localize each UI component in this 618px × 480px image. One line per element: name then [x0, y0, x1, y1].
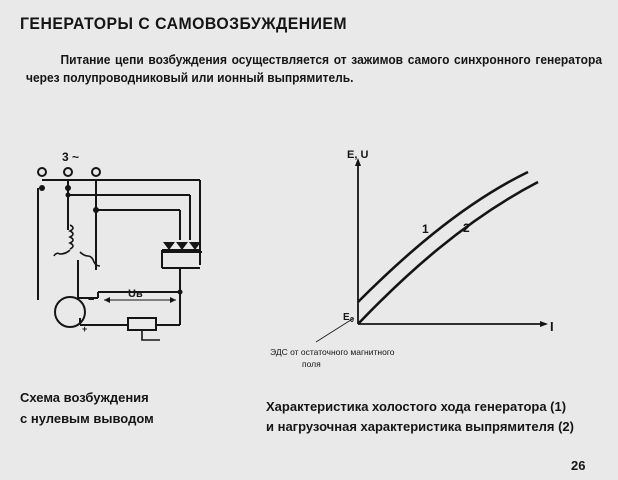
note-line-1: ЭДС от остаточного магнитного [270, 347, 395, 357]
x-axis-arrow [540, 321, 548, 327]
schematic-wires [37, 179, 201, 326]
note-line-2: поля [302, 359, 321, 369]
minus-sign: − [88, 294, 94, 306]
curve-1-label: 1 [422, 222, 429, 236]
rheostat-slider [141, 330, 160, 341]
schematic-caption-line-1: Схема возбуждения [20, 390, 149, 405]
intro-paragraph: Питание цепи возбуждения осуществляется … [26, 53, 602, 85]
junction-dots [39, 185, 183, 295]
schematic-caption-line-2: с нулевым выводом [20, 411, 154, 426]
exciter-machine [54, 296, 86, 328]
coil-a [68, 224, 74, 250]
note-leader [315, 317, 355, 343]
diode-bridge [162, 242, 202, 253]
curve-2-label: 2 [463, 221, 470, 235]
page-number: 26 [571, 458, 586, 473]
curve-1 [357, 170, 529, 303]
plus-sign: + [82, 324, 87, 334]
graph-caption-line-2: и нагрузочная характеристика выпрямителя… [266, 419, 574, 434]
curve-2 [357, 180, 539, 325]
terminals [37, 167, 101, 177]
coil-c [79, 251, 101, 267]
graph-caption-line-1: Характеристика холостого хода генератора… [266, 399, 567, 414]
voltage-label: Uв [128, 288, 143, 300]
schematic-caption: Схема возбуждения с нулевым выводом [20, 387, 200, 429]
graph-caption: Характеристика холостого хода генератора… [266, 397, 606, 437]
origin-subscript: 0 [350, 317, 354, 324]
coil-b [53, 249, 71, 257]
page-title: ГЕНЕРАТОРЫ С САМОВОЗБУЖДЕНИЕМ [20, 14, 348, 33]
x-axis-label: I [550, 319, 554, 334]
phase-label: 3 ~ [62, 150, 79, 164]
y-axis-label: E, U [347, 149, 368, 161]
y-axis-arrow [355, 158, 361, 166]
origin-label: E [343, 312, 350, 323]
